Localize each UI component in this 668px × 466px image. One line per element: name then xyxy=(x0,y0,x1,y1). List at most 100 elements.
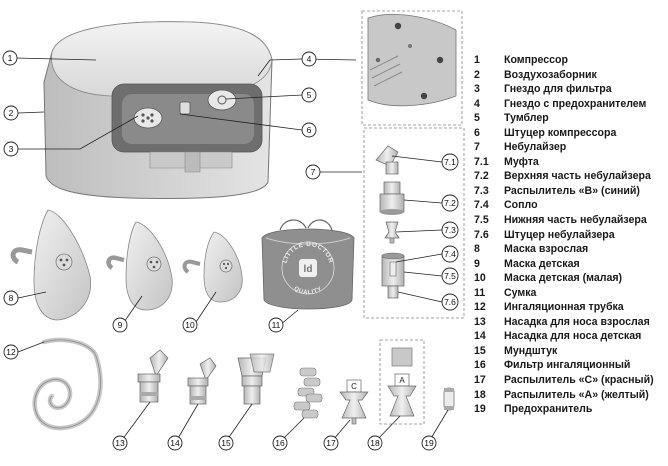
callout-3: 3 xyxy=(3,141,19,157)
legend-num: 11 xyxy=(474,286,486,299)
svg-text:12: 12 xyxy=(6,347,16,357)
legend-num: 7.6 xyxy=(474,228,489,241)
nebulizer-exploded-view xyxy=(363,127,465,319)
mask-child-small xyxy=(182,231,243,303)
svg-text:19: 19 xyxy=(424,438,434,448)
legend-text: Штуцер компрессора xyxy=(504,126,617,139)
inhalation-tube xyxy=(32,337,103,431)
inhalation-filter xyxy=(293,367,323,419)
part-7-3-nozzle-b xyxy=(384,221,400,244)
callout-7-6: 7.6 xyxy=(441,293,459,311)
part-7-4-7-5-lower xyxy=(381,252,405,287)
legend-text: Штуцер небулайзера xyxy=(504,228,615,241)
svg-text:1: 1 xyxy=(8,53,13,63)
legend-num: 8 xyxy=(474,243,480,256)
legend-item: 4 Гнездо с предохранителем xyxy=(474,97,668,112)
callout-11: 11 xyxy=(268,317,284,333)
callout-15: 15 xyxy=(218,435,234,451)
legend-text: Компрессор xyxy=(504,54,568,66)
legend-num: 13 xyxy=(474,315,486,328)
svg-text:7.3: 7.3 xyxy=(444,225,456,235)
legend-num: 6 xyxy=(474,126,480,139)
svg-text:7: 7 xyxy=(311,167,316,177)
legend-num: 15 xyxy=(474,344,486,357)
legend-item: 19 Предохранитель xyxy=(474,402,668,417)
legend-num: 7.2 xyxy=(474,170,489,183)
legend-text: Нижняя часть небулайзера xyxy=(504,214,647,227)
legend-text: Предохранитель xyxy=(504,403,593,416)
power-switch xyxy=(207,89,237,111)
callout-7-2: 7.2 xyxy=(441,194,459,212)
legend-item: 2 Воздухозаборник xyxy=(474,68,668,83)
legend-text: Мундштук xyxy=(504,344,558,357)
legend-num: 9 xyxy=(474,257,480,270)
svg-text:8: 8 xyxy=(9,293,14,303)
legend-text: Маска взрослая xyxy=(504,243,589,256)
callout-4: 4 xyxy=(301,51,317,67)
legend-num: 7.4 xyxy=(474,199,489,212)
callout-12: 12 xyxy=(3,344,19,360)
svg-text:14: 14 xyxy=(170,438,180,448)
legend-text: Насадка для носа взрослая xyxy=(504,315,650,328)
svg-text:13: 13 xyxy=(115,438,125,448)
svg-text:10: 10 xyxy=(185,320,195,330)
legend-item: 17 Распылитель «C» (красный) xyxy=(474,373,668,388)
svg-text:2: 2 xyxy=(9,108,14,118)
legend-item: 13 Насадка для носа взрослая xyxy=(474,315,668,330)
bag-quality-text: QUALITY xyxy=(293,286,323,296)
legend-text: Тумблер xyxy=(504,112,549,125)
compressor-port xyxy=(179,101,191,115)
legend-num: 3 xyxy=(474,83,480,96)
callout-16: 16 xyxy=(272,435,288,451)
mouthpiece xyxy=(237,353,275,405)
legend-num: 17 xyxy=(474,374,486,387)
legend-text: Распылитель «C» (красный) xyxy=(504,374,654,387)
callout-19: 19 xyxy=(421,435,437,451)
callout-6: 6 xyxy=(301,122,317,138)
legend-text: Гнездо с предохранителем xyxy=(504,97,647,110)
legend-text: Воздухозаборник xyxy=(504,68,597,81)
legend-item: 8 Маска взрослая xyxy=(474,242,668,257)
nozzle-c-letter: C xyxy=(351,382,357,391)
legend-text: Сопло xyxy=(504,199,538,212)
callouts: 1 2 3 4 5 6 7 7.1 7.2 7.3 7.4 7.5 7.6 8 … xyxy=(2,50,459,451)
carry-bag: LITTLE DOCTOR QUALITY ld xyxy=(261,219,355,310)
callout-1: 1 xyxy=(2,50,18,66)
nozzle-a-yellow: A xyxy=(379,339,425,425)
part-7-6-port xyxy=(387,285,399,299)
legend-num: 2 xyxy=(474,68,480,81)
callout-7-4: 7.4 xyxy=(441,245,459,263)
svg-text:18: 18 xyxy=(370,438,380,448)
legend-num: 10 xyxy=(474,272,486,285)
part-7-1-coupling xyxy=(375,145,399,175)
nasal-adapter-child xyxy=(187,357,217,405)
legend-num: 19 xyxy=(474,403,486,416)
callout-2: 2 xyxy=(3,105,19,121)
legend-num: 4 xyxy=(474,97,480,110)
part-7-2-upper xyxy=(379,181,405,215)
svg-text:7.5: 7.5 xyxy=(444,271,456,281)
nozzle-c-red: C xyxy=(339,379,369,425)
bag-logo xyxy=(299,259,317,277)
legend-num: 7.1 xyxy=(474,155,489,168)
callout-5: 5 xyxy=(301,87,317,103)
svg-text:7.1: 7.1 xyxy=(444,157,456,167)
legend-item: 7.6 Штуцер небулайзера xyxy=(474,228,668,243)
callout-7-1: 7.1 xyxy=(441,153,459,171)
svg-text:7.6: 7.6 xyxy=(444,297,456,307)
legend-text: Небулайзер xyxy=(504,141,567,154)
callout-18: 18 xyxy=(367,435,383,451)
fuse xyxy=(443,387,455,411)
nasal-adapter-adult xyxy=(137,349,169,403)
